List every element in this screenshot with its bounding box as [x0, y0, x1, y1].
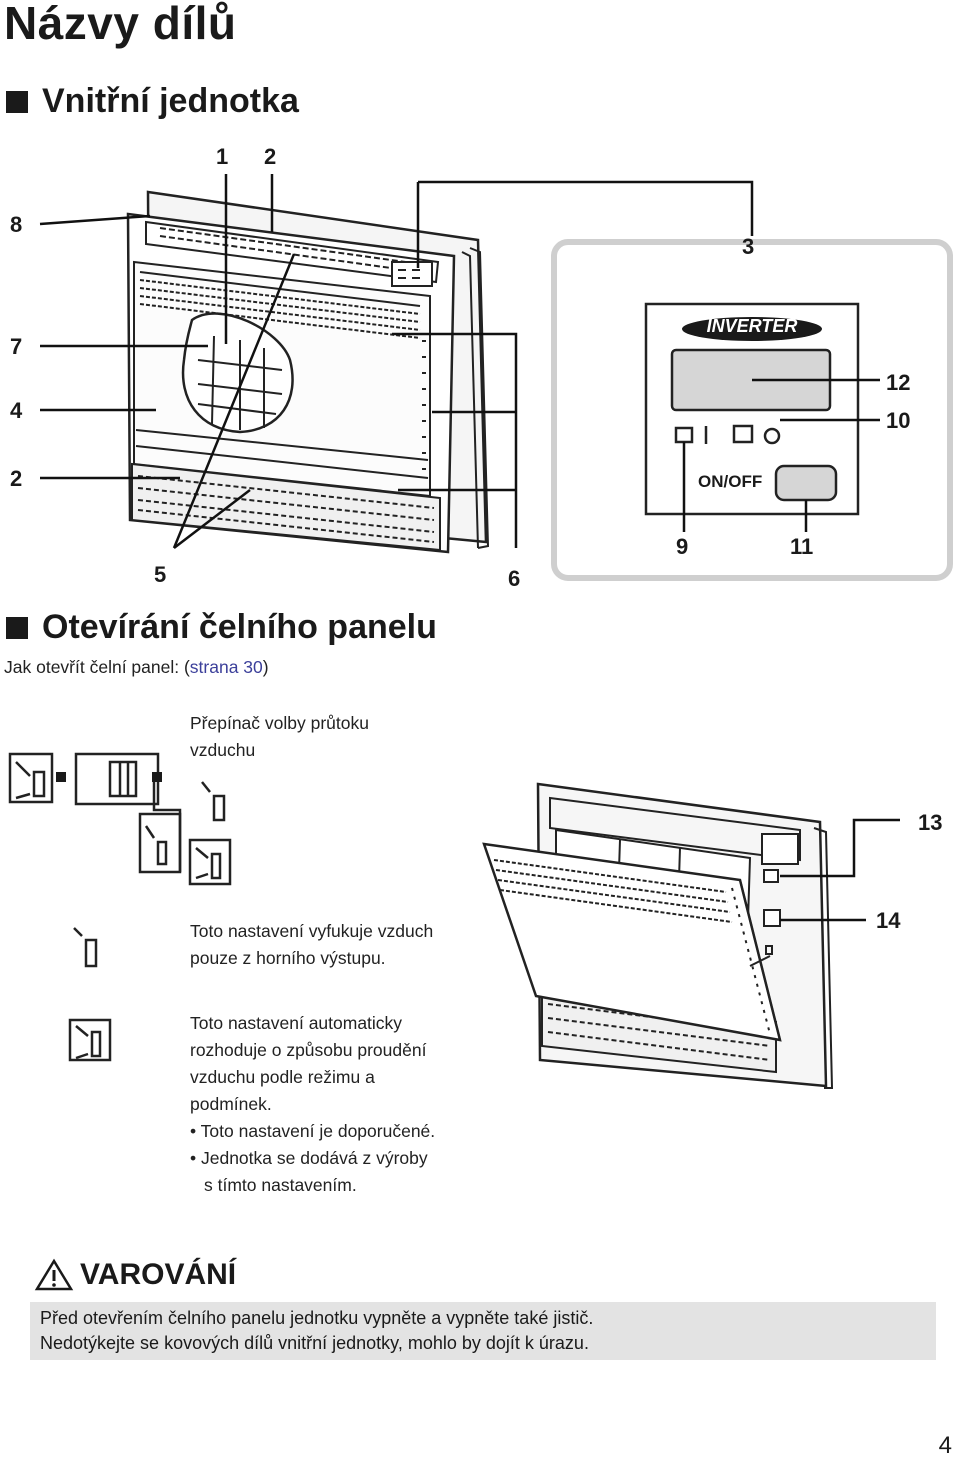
callout-2: 2	[264, 144, 277, 169]
page-number: 4	[938, 1432, 952, 1459]
intro-line: Jak otevřít čelní panel: (strana 30)	[4, 654, 269, 681]
callout-5: 5	[154, 562, 167, 587]
inverter-logo: INVERTER	[706, 316, 798, 336]
warning-line2: Nedotýkejte se kovových dílů vnitřní jed…	[40, 1333, 589, 1353]
callout-3: 3	[742, 234, 755, 259]
callout-11: 11	[790, 534, 814, 559]
callout-9: 9	[676, 534, 689, 559]
setting-auto-line2: rozhoduje o způsobu proudění	[190, 1040, 427, 1060]
setting-auto-line1: Toto nastavení automaticky	[190, 1013, 403, 1033]
callout-7: 7	[10, 334, 23, 359]
setting-top-text: Toto nastavení vyfukuje vzduch pouze z h…	[190, 918, 433, 972]
callout-14: 14	[876, 908, 901, 933]
switch-caption-line2: vzduchu	[190, 740, 256, 760]
callout-2-lower: 2	[10, 466, 23, 491]
section-heading-open-text: Otevírání čelního panelu	[42, 608, 437, 646]
onoff-label: ON/OFF	[698, 472, 763, 491]
page-reference-link[interactable]: strana 30	[189, 657, 263, 677]
switch-caption-line1: Přepínač volby průtoku	[190, 713, 369, 733]
heading-bullet-icon	[6, 616, 28, 639]
intro-prefix: Jak otevřít čelní panel: (	[4, 657, 190, 677]
warning-heading: VAROVÁNÍ	[34, 1258, 236, 1292]
warning-line1: Před otevřením čelního panelu jednotku v…	[40, 1308, 594, 1328]
intro-suffix: )	[262, 657, 269, 677]
callout-6: 6	[508, 566, 521, 591]
heading-bullet-icon	[6, 90, 28, 113]
warning-title: VAROVÁNÍ	[80, 1258, 237, 1291]
airflow-switch-diagram	[8, 752, 232, 886]
warning-box: Před otevřením čelního panelu jednotku v…	[30, 1302, 936, 1360]
callout-4: 4	[10, 398, 23, 423]
callout-10: 10	[886, 408, 911, 433]
callout-12: 12	[886, 370, 911, 395]
switch-caption: Přepínač volby průtoku vzduchu	[190, 710, 369, 764]
setting-auto-line4: podmínek.	[190, 1094, 272, 1114]
indoor-unit-diagram	[39, 174, 953, 581]
callout-1: 1	[216, 144, 229, 169]
setting-auto-bullet2-line1: • Jednotka se dodává z výroby	[190, 1148, 428, 1168]
section-heading-indoor: Vnitřní jednotka	[6, 82, 299, 121]
callout-13: 13	[918, 810, 943, 835]
setting-auto-bullet1: • Toto nastavení je doporučené.	[190, 1121, 436, 1141]
setting-auto-line3: vzduchu podle režimu a	[190, 1067, 375, 1087]
setting-auto-bullet2-line2: s tímto nastavením.	[204, 1175, 357, 1195]
callout-8: 8	[10, 212, 23, 237]
open-panel-diagram	[482, 782, 900, 1089]
airflow-top-icon	[73, 927, 98, 968]
warning-triangle-icon	[34, 1258, 74, 1291]
setting-top-line1: Toto nastavení vyfukuje vzduch	[190, 921, 434, 941]
setting-top-line2: pouze z horního výstupu.	[190, 948, 386, 968]
setting-auto-text: Toto nastavení automaticky rozhoduje o z…	[190, 1010, 435, 1199]
airflow-auto-icon	[68, 1018, 112, 1062]
section-heading-indoor-text: Vnitřní jednotka	[42, 82, 299, 120]
page-title: Názvy dílů	[4, 0, 237, 49]
section-heading-open: Otevírání čelního panelu	[6, 608, 437, 647]
